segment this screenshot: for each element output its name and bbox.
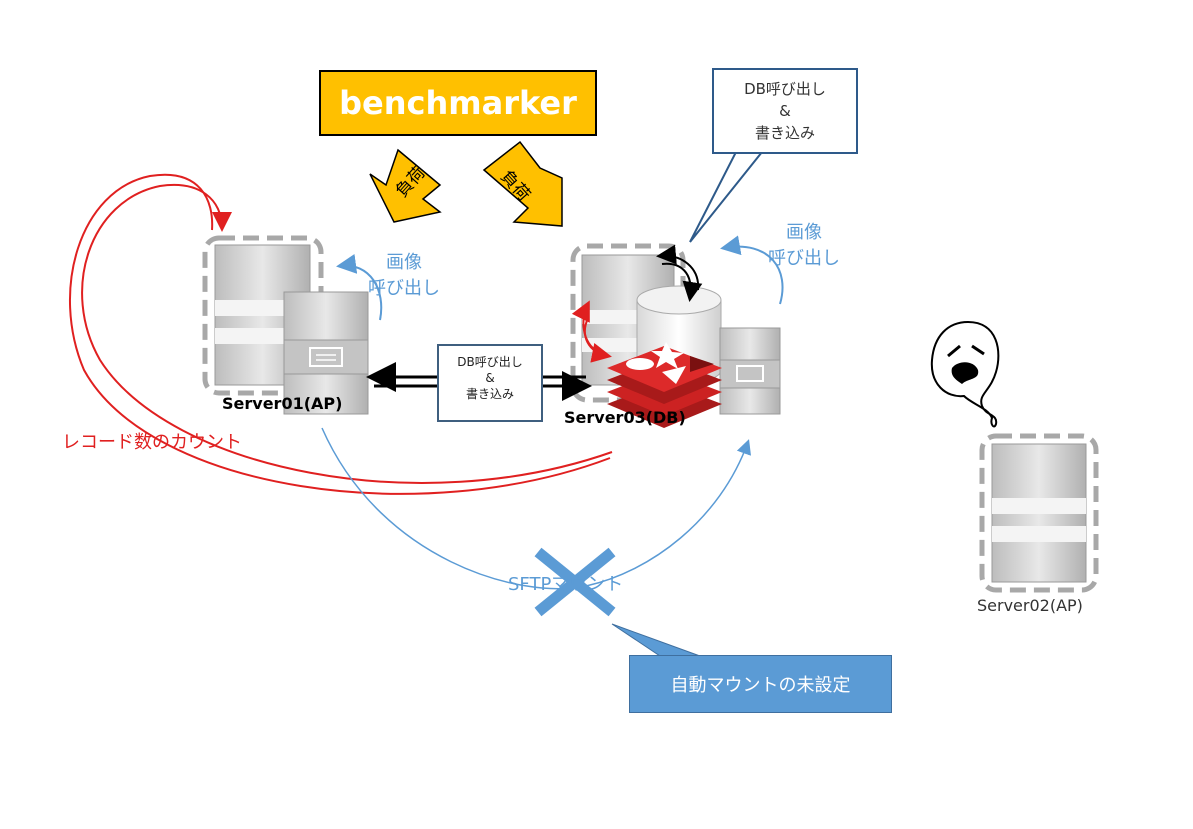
image-call-label-right: 画像 呼び出し (768, 220, 840, 272)
image-call-left-line1: 画像 (386, 252, 422, 273)
auto-mount-label: 自動マウントの未設定 (670, 675, 851, 696)
callout-line2: & (779, 102, 791, 120)
db-call-box: DB呼び出し & 書き込み (437, 344, 543, 422)
benchmarker-label: benchmarker (339, 84, 577, 122)
server01-label: Server01(AP) (222, 394, 343, 413)
server03-icon (570, 243, 781, 428)
image-call-arrows (336, 235, 784, 321)
image-call-label-left: 画像 呼び出し (368, 250, 440, 302)
server03-label: Server03(DB) (564, 408, 686, 427)
sftp-mount-label: SFTPマウント (508, 574, 624, 595)
benchmarker-box: benchmarker (319, 70, 597, 136)
image-call-right-line1: 画像 (786, 222, 822, 243)
cross-icon (534, 547, 616, 617)
auto-mount-callout: 自動マウントの未設定 (629, 655, 892, 713)
callout-line3: 書き込み (754, 124, 815, 142)
ghost-icon (930, 320, 1000, 428)
load-arrow-right (482, 140, 563, 227)
callout-line1: DB呼び出し (744, 80, 826, 98)
server01-icon (202, 235, 369, 415)
load-arrow-left (369, 148, 442, 223)
record-count-arrows (68, 173, 613, 495)
midbox-line2: & (485, 371, 495, 385)
server02-label: Server02(AP) (977, 596, 1083, 615)
server02-icon (979, 433, 1099, 593)
callout-db-call: DB呼び出し & 書き込み (712, 68, 858, 154)
callout-pointer-top (689, 151, 765, 243)
sftp-mount-curve (321, 427, 751, 590)
midbox-line1: DB呼び出し (457, 355, 523, 369)
record-count-label: レコード数のカウント (62, 432, 242, 453)
image-call-right-line2: 呼び出し (768, 248, 840, 269)
callout-pointer-bottom (611, 623, 701, 657)
midbox-line3: 書き込み (465, 387, 514, 401)
image-call-left-line2: 呼び出し (368, 278, 440, 299)
